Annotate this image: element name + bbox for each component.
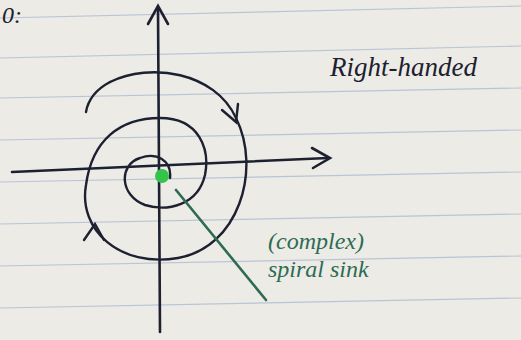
ruled-lines bbox=[0, 6, 521, 308]
equilibrium-label: (complex) spiral sink bbox=[268, 228, 398, 283]
annotation-note: Right-handed bbox=[330, 52, 515, 83]
figure-number: 0: bbox=[2, 2, 62, 30]
equilibrium-point bbox=[155, 169, 169, 183]
spiral-trajectory bbox=[84, 72, 246, 259]
axes bbox=[12, 6, 330, 332]
leader-line bbox=[176, 190, 266, 300]
